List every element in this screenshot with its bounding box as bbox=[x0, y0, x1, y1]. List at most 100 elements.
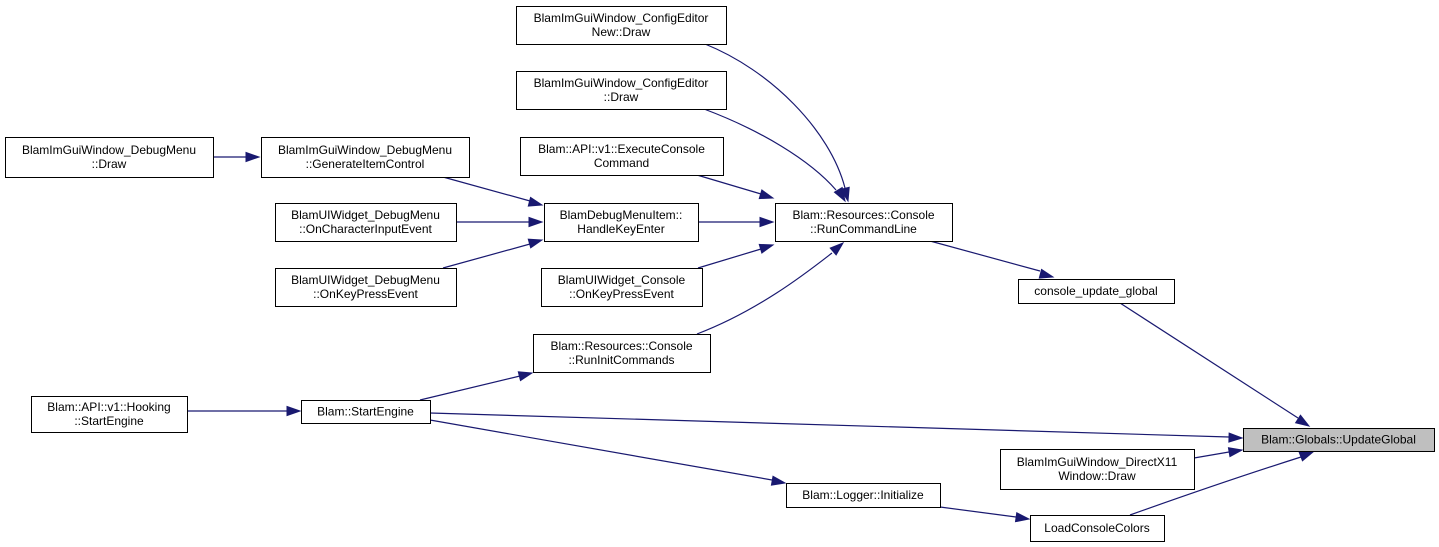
node-debugmenuitem-handlekey[interactable]: BlamDebugMenuItem::HandleKeyEnter bbox=[544, 203, 699, 242]
edge-consoleupdate-updateglobal-arrowhead bbox=[1294, 414, 1311, 427]
node-label-line: ::Draw bbox=[604, 90, 639, 104]
node-label-line: BlamImGuiWindow_DebugMenu bbox=[22, 143, 196, 157]
nodes-layer: BlamImGuiWindow_ConfigEditorNew::DrawBla… bbox=[5, 6, 1435, 542]
edge-loadcolors-updateglobal bbox=[1129, 456, 1302, 516]
node-label-line: ::Draw bbox=[92, 157, 127, 171]
node-label-line: BlamDebugMenuItem:: bbox=[560, 208, 683, 222]
edge-loadcolors-updateglobal-arrowhead bbox=[1298, 451, 1315, 462]
node-widget-debugmenu-keypress[interactable]: BlamUIWidget_DebugMenu::OnKeyPressEvent bbox=[275, 268, 457, 307]
node-box bbox=[544, 203, 699, 242]
edge-runcmd-consoleupdate-arrowhead bbox=[1038, 268, 1055, 279]
node-console-runcommandline[interactable]: Blam::Resources::Console::RunCommandLine bbox=[775, 203, 953, 242]
edge-keypress-handlekey bbox=[442, 243, 531, 269]
node-box bbox=[516, 71, 727, 110]
node-box bbox=[301, 400, 431, 424]
edge-startengine-updateglobal bbox=[429, 412, 1230, 438]
edge-debugmenu-draw-generate-arrowhead bbox=[245, 151, 261, 163]
edge-generate-handlekey-arrowhead bbox=[527, 196, 544, 207]
node-label-line: Blam::Globals::UpdateGlobal bbox=[1261, 433, 1416, 447]
node-box bbox=[275, 203, 457, 242]
edges-layer bbox=[187, 43, 1315, 523]
edge-confignew-runcmd-arrowhead bbox=[839, 186, 850, 203]
node-label-line: BlamImGuiWindow_DirectX11 bbox=[1017, 455, 1178, 469]
node-box bbox=[520, 137, 724, 176]
edge-widgetconsole-runcmd bbox=[697, 248, 762, 269]
node-box bbox=[516, 6, 727, 45]
edge-execute-runcmd bbox=[696, 174, 762, 195]
node-console-runinit[interactable]: Blam::Resources::Console::RunInitCommand… bbox=[533, 334, 711, 373]
edge-startengine-runinit-arrowhead bbox=[517, 371, 534, 382]
node-label-line: LoadConsoleColors bbox=[1044, 521, 1149, 535]
node-widget-console-keypress[interactable]: BlamUIWidget_Console::OnKeyPressEvent bbox=[541, 268, 703, 307]
node-globals-updateglobal[interactable]: Blam::Globals::UpdateGlobal bbox=[1243, 428, 1435, 452]
node-label-line: Command bbox=[594, 156, 649, 170]
node-label-line: ::StartEngine bbox=[74, 414, 144, 428]
edge-keypress-handlekey-arrowhead bbox=[527, 238, 544, 249]
edge-startengine-updateglobal-arrowhead bbox=[1228, 432, 1244, 443]
edge-startengine-logger-arrowhead bbox=[770, 475, 787, 486]
node-box bbox=[775, 203, 953, 242]
edge-runcmd-consoleupdate bbox=[929, 240, 1041, 272]
node-label-line: BlamImGuiWindow_ConfigEditor bbox=[534, 11, 709, 25]
node-label-line: BlamImGuiWindow_DebugMenu bbox=[278, 143, 452, 157]
edge-runinit-runcmd-arrowhead bbox=[829, 241, 845, 256]
edge-configdraw-runcmd bbox=[703, 108, 837, 191]
node-box bbox=[1030, 515, 1165, 542]
node-label-line: Blam::Resources::Console bbox=[792, 208, 934, 222]
edge-startengine-runinit bbox=[419, 375, 521, 401]
node-label-line: ::RunCommandLine bbox=[810, 222, 917, 236]
node-box bbox=[541, 268, 703, 307]
node-box bbox=[1018, 279, 1175, 304]
edge-runinit-runcmd bbox=[696, 252, 833, 335]
node-label-line: Blam::Logger::Initialize bbox=[802, 488, 924, 502]
node-box bbox=[533, 334, 711, 373]
node-console-update-global[interactable]: console_update_global bbox=[1018, 279, 1175, 304]
node-debugmenu-draw[interactable]: BlamImGuiWindow_DebugMenu::Draw bbox=[5, 137, 214, 178]
node-box bbox=[1243, 428, 1435, 452]
node-box bbox=[5, 137, 214, 178]
node-label-line: ::OnKeyPressEvent bbox=[569, 287, 674, 301]
node-label-line: ::GenerateItemControl bbox=[306, 157, 425, 171]
node-label-line: BlamUIWidget_DebugMenu bbox=[291, 208, 440, 222]
node-box bbox=[31, 396, 188, 433]
node-box bbox=[275, 268, 457, 307]
node-label-line: BlamUIWidget_Console bbox=[558, 273, 686, 287]
node-box bbox=[786, 483, 941, 508]
edge-confignew-runcmd bbox=[704, 43, 846, 189]
edge-directx-updateglobal bbox=[1193, 451, 1230, 459]
node-loadconsolecolors[interactable]: LoadConsoleColors bbox=[1030, 515, 1165, 542]
edge-hooking-startengine-arrowhead bbox=[286, 405, 302, 417]
edge-char-handlekey-arrowhead bbox=[528, 216, 544, 228]
node-label-line: New::Draw bbox=[592, 25, 651, 39]
edge-generate-handlekey bbox=[442, 176, 531, 202]
node-logger-initialize[interactable]: Blam::Logger::Initialize bbox=[786, 483, 941, 508]
node-label-line: Blam::StartEngine bbox=[317, 405, 414, 419]
node-label-line: ::RunInitCommands bbox=[568, 353, 674, 367]
node-label-line: Blam::Resources::Console bbox=[550, 339, 692, 353]
edge-startengine-logger bbox=[429, 419, 773, 481]
node-label-line: BlamImGuiWindow_ConfigEditor bbox=[534, 76, 709, 90]
node-label-line: Blam::API::v1::Hooking bbox=[47, 400, 170, 414]
node-label-line: BlamUIWidget_DebugMenu bbox=[291, 273, 440, 287]
node-api-hooking-start[interactable]: Blam::API::v1::Hooking::StartEngine bbox=[31, 396, 188, 433]
edge-handlekey-runcmd-arrowhead bbox=[759, 216, 775, 228]
node-label-line: ::OnKeyPressEvent bbox=[313, 287, 418, 301]
edge-widgetconsole-runcmd-arrowhead bbox=[758, 243, 775, 254]
node-widget-debugmenu-char[interactable]: BlamUIWidget_DebugMenu::OnCharacterInput… bbox=[275, 203, 457, 242]
node-debugmenu-generate[interactable]: BlamImGuiWindow_DebugMenu::GenerateItemC… bbox=[261, 137, 470, 178]
edge-logger-loadcolors bbox=[939, 506, 1017, 518]
edge-directx-updateglobal-arrowhead bbox=[1227, 447, 1244, 458]
node-box bbox=[261, 137, 470, 178]
node-label-line: ::OnCharacterInputEvent bbox=[299, 222, 432, 236]
node-label-line: console_update_global bbox=[1034, 284, 1157, 298]
node-startengine[interactable]: Blam::StartEngine bbox=[301, 400, 431, 424]
edge-consoleupdate-updateglobal bbox=[1119, 302, 1299, 419]
node-configeditor-draw[interactable]: BlamImGuiWindow_ConfigEditor::Draw bbox=[516, 71, 727, 110]
node-label-line: Blam::API::v1::ExecuteConsole bbox=[538, 142, 705, 156]
node-box bbox=[1000, 449, 1195, 490]
edge-logger-loadcolors-arrowhead bbox=[1014, 511, 1031, 523]
